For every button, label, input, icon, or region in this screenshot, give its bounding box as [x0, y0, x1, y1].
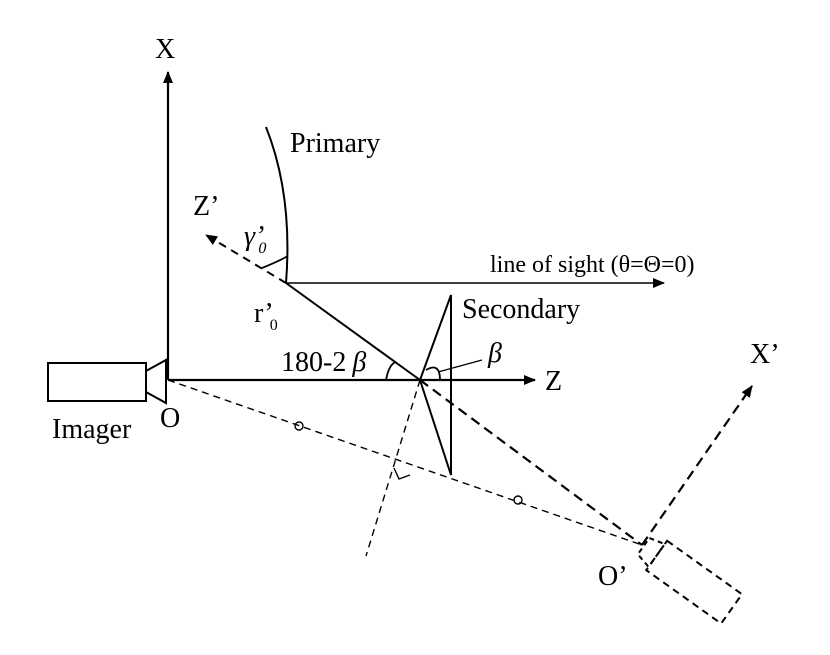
- imager-label: Imager: [52, 414, 132, 445]
- beta-label: β: [487, 338, 502, 369]
- gamma-label: γ’0: [244, 221, 266, 257]
- x-prime-axis: [641, 385, 753, 546]
- x-prime-axis-label: X’: [750, 339, 780, 370]
- beta-leader-line: [437, 359, 483, 373]
- r0-prime-label: r’0: [254, 298, 278, 334]
- baseline-dashed: [167, 379, 643, 546]
- x-axis-label: X: [155, 34, 175, 65]
- beta-angle-arc: [425, 366, 441, 381]
- secondary-label: Secondary: [462, 294, 580, 325]
- right-angle-marker: [393, 467, 411, 480]
- imager-camera-icon: [47, 358, 167, 405]
- perpendicular-bisector: [365, 379, 421, 557]
- z-prime-axis-label: Z’: [193, 191, 219, 222]
- primary-label: Primary: [290, 128, 380, 159]
- gamma-angle-arc: [261, 255, 289, 269]
- baseline-midpoint-marker-2: [513, 495, 523, 505]
- optical-axis-dashed: [419, 379, 643, 546]
- origin-label: O: [160, 403, 180, 434]
- reflected-ray: [285, 282, 421, 381]
- z-prime-axis-dashed: [205, 234, 287, 284]
- z-axis-label: Z: [545, 366, 562, 397]
- origin-prime-label: O’: [598, 561, 628, 592]
- baseline-midpoint-marker-1: [294, 421, 304, 431]
- primary-mirror: [265, 126, 289, 284]
- angle-180-2beta-arc: [385, 361, 397, 381]
- line-of-sight-label: line of sight (θ=Θ=0): [490, 252, 695, 278]
- secondary-imager-icon: [636, 536, 744, 625]
- secondary-mirror: [418, 294, 452, 476]
